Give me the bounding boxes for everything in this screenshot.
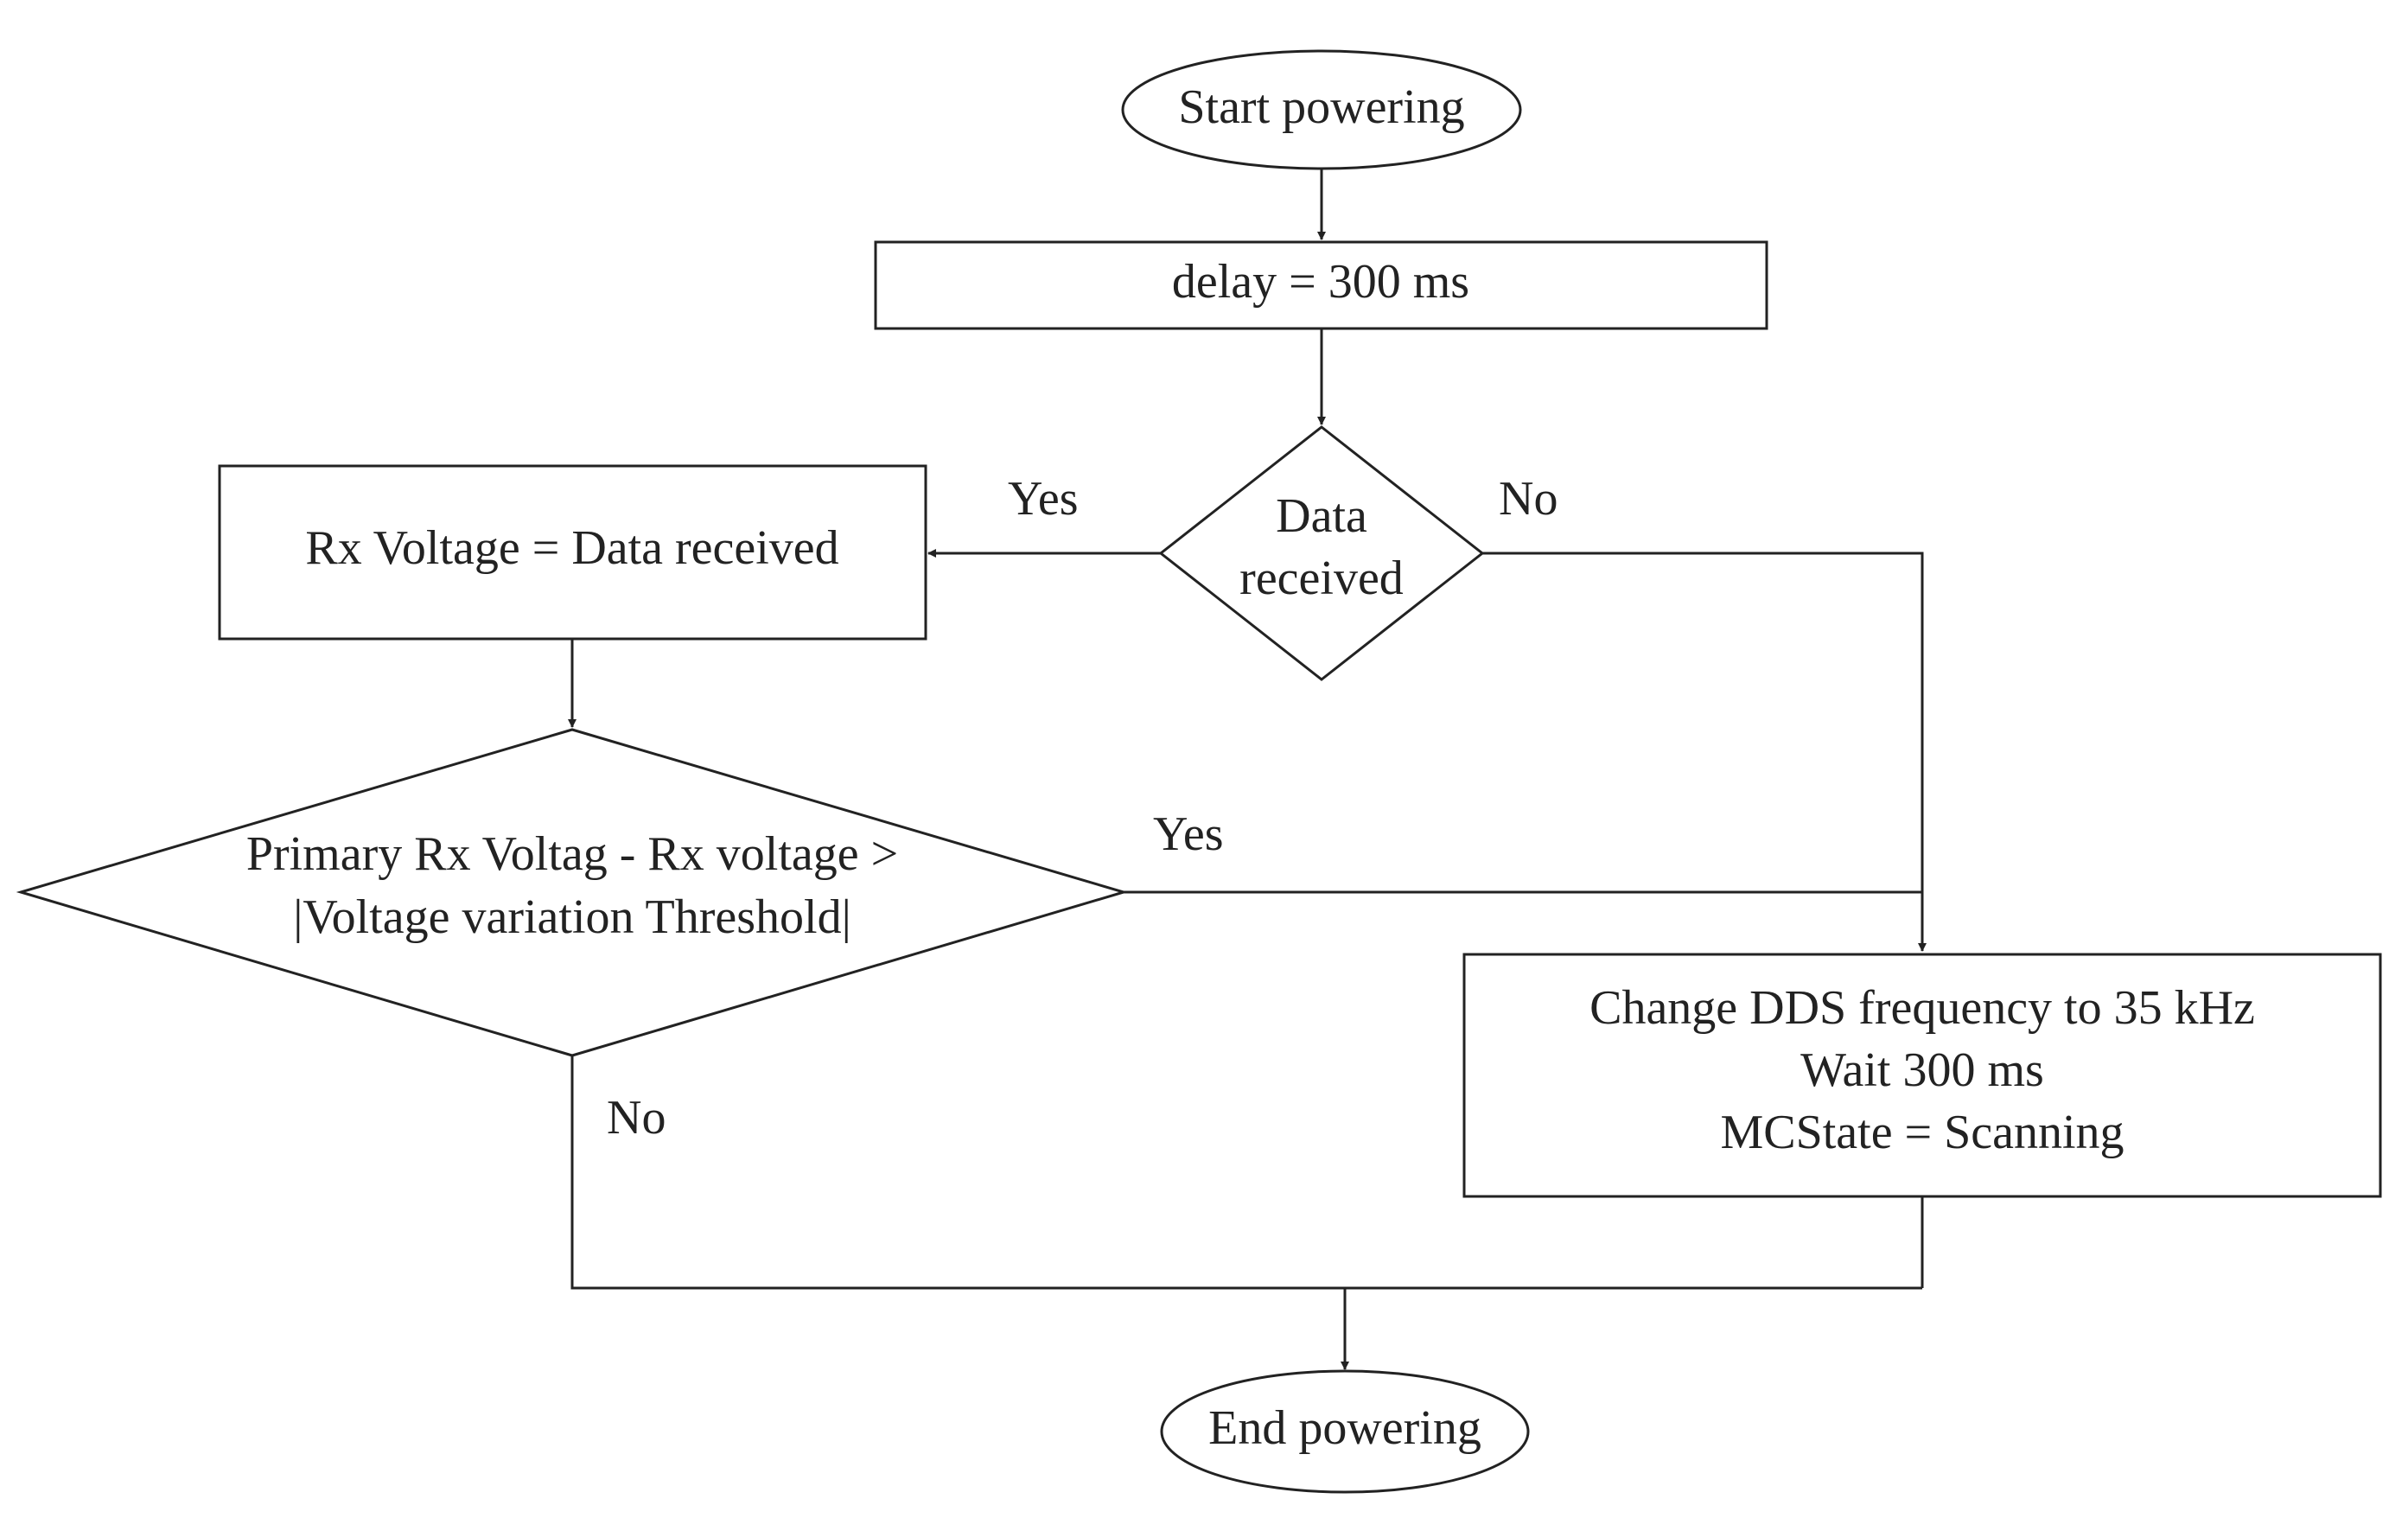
change-dds-label-line2: Wait 300 ms xyxy=(1800,1043,2044,1097)
delay-process xyxy=(874,240,1768,330)
delay-label: delay = 300 ms xyxy=(1172,255,1469,309)
voltage-check-label: Primary Rx Voltag - Rx voltage > xyxy=(246,827,898,881)
data-received-label: Data xyxy=(1276,489,1367,543)
change-dds-process xyxy=(1462,953,2382,1198)
data-received-no-label: No xyxy=(1499,472,1558,526)
edge-voltage-check-merge xyxy=(570,1056,1922,1290)
end-label: End powering xyxy=(1208,1401,1481,1455)
edge-decision-change-dds xyxy=(1482,552,1927,952)
change-dds-label-line3: MCState = Scanning xyxy=(1720,1106,2124,1159)
voltage-check-yes-label: Yes xyxy=(1153,807,1223,861)
data-received-yes-label: Yes xyxy=(1008,472,1078,526)
voltage-check-no-label: No xyxy=(607,1091,666,1145)
rx-voltage-label: Rx Voltage = Data received xyxy=(305,521,838,575)
rx-voltage-process xyxy=(218,464,927,641)
voltage-check-label-line2: |Voltage variation Threshold| xyxy=(293,890,851,944)
start-label: Start powering xyxy=(1178,80,1464,134)
data-received-decision xyxy=(1158,425,1485,681)
change-dds-label: Change DDS frequency to 35 kHz xyxy=(1589,981,2255,1035)
data-received-label-line2: received xyxy=(1239,552,1404,605)
end-terminal xyxy=(1160,1369,1530,1494)
